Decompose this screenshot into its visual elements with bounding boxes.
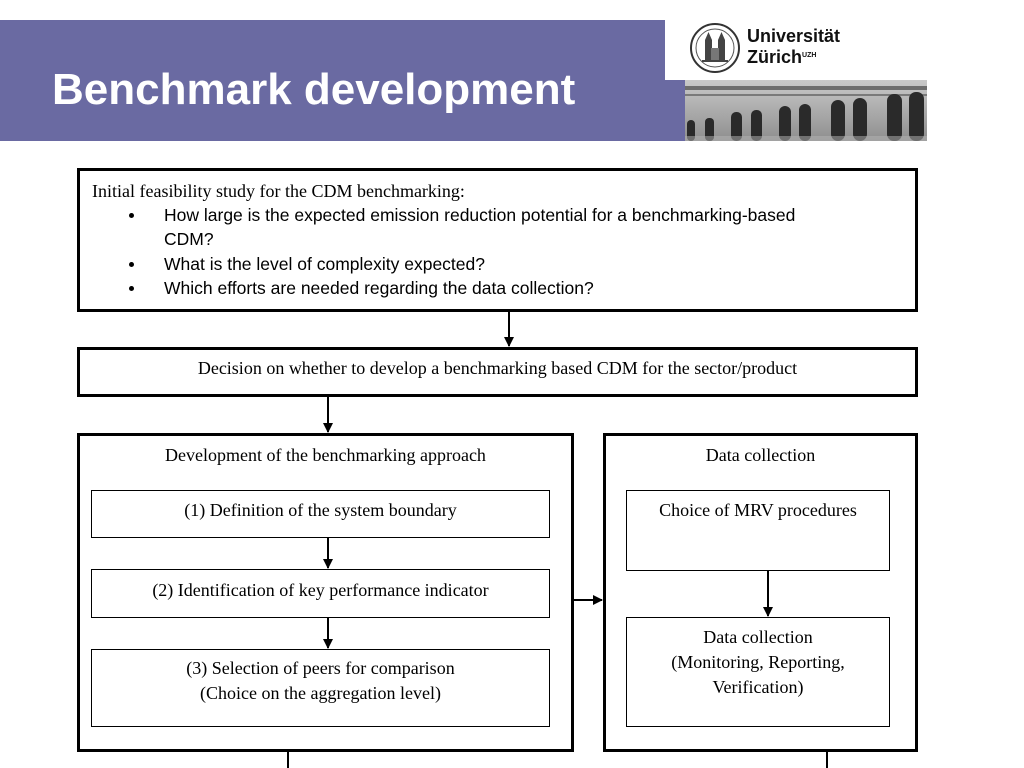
step-1-text: (1) Definition of the system boundary: [184, 500, 457, 520]
data-collection-inner-box: [626, 617, 890, 727]
bullet-icon: [129, 262, 134, 267]
bullet-item-2: What is the level of complexity expected…: [164, 254, 485, 274]
page-title: Benchmark development: [52, 65, 576, 114]
university-name: Universität ZürichUZH: [747, 26, 840, 68]
header-notch: [665, 20, 685, 80]
feasibility-study-box: [77, 168, 918, 312]
decision-text: Decision on whether to develop a benchma…: [197, 358, 798, 378]
step-1-box: [91, 490, 550, 538]
bullet-item-1-line-2: CDM?: [164, 229, 214, 249]
data-collection-line-3: Verification): [712, 677, 804, 697]
data-collection-line-2: (Monitoring, Reporting,: [671, 652, 845, 672]
data-collection-line-1: Data collection: [703, 627, 813, 647]
step-2-box: [91, 569, 550, 618]
step-3-line-2: (Choice on the aggregation level): [200, 683, 441, 703]
mrv-box: [626, 490, 890, 571]
logo-sup: UZH: [802, 52, 817, 59]
university-logo: Universität ZürichUZH: [685, 20, 927, 80]
step-3-box: [91, 649, 550, 727]
bullet-icon: [129, 286, 134, 291]
bullet-item-3: Which efforts are needed regarding the d…: [164, 278, 594, 298]
bullet-icon: [129, 213, 134, 218]
step-3-line-1: (3) Selection of peers for comparison: [186, 658, 455, 678]
logo-line-2: ZürichUZH: [747, 47, 840, 68]
decision-box: [77, 347, 918, 397]
step-2-text: (2) Identification of key performance in…: [152, 580, 489, 600]
header-bar: [0, 20, 685, 141]
feasibility-heading: Initial feasibility study for the CDM be…: [92, 181, 465, 201]
development-heading: Development of the benchmarking approach: [165, 445, 486, 465]
logo-line-1: Universität: [747, 26, 841, 46]
mrv-text: Choice of MRV procedures: [659, 500, 857, 520]
logo-line-2-text: Zürich: [747, 47, 803, 67]
data-collection-heading: Data collection: [705, 445, 816, 465]
bullet-item-1-line-1: How large is the expected emission reduc…: [164, 205, 796, 225]
university-seal-icon: [690, 23, 740, 73]
building-photo: [685, 80, 927, 141]
